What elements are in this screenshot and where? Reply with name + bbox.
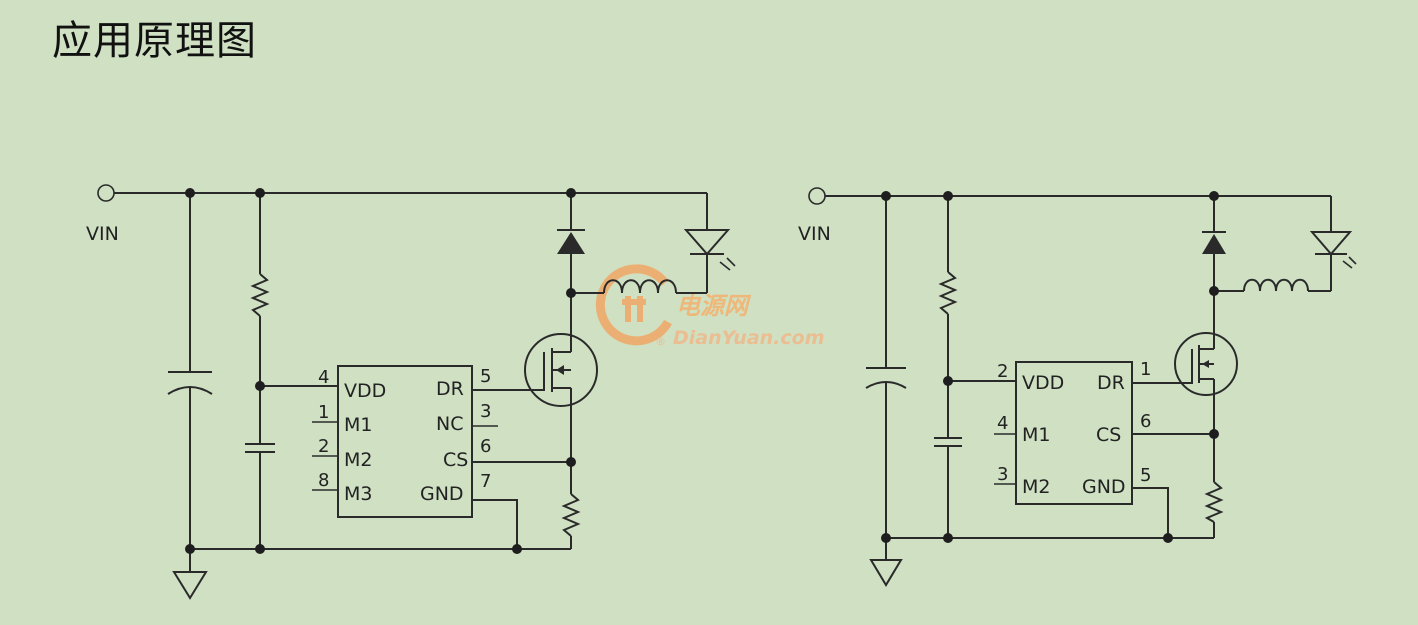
junction-dot	[255, 544, 265, 554]
junction-dot	[255, 381, 265, 391]
pin-name-nc-a: NC	[436, 413, 463, 435]
page-title: 应用原理图	[52, 18, 257, 64]
pin-name-cs-a: CS	[443, 449, 468, 471]
junction-dot	[1209, 191, 1219, 201]
pin-name-m1-a: M1	[344, 414, 372, 436]
vin-label-a: VIN	[86, 223, 119, 245]
pin-name-m2-a: M2	[344, 449, 372, 471]
pin-num-gnd-b: 5	[1140, 465, 1151, 486]
pin-num-gnd-a: 7	[480, 471, 491, 492]
circuit-b: VIN 2 VDD 4 M1	[798, 187, 1357, 587]
pin-name-vdd-a: VDD	[344, 380, 386, 402]
junction-dot	[943, 376, 953, 386]
junction-dot	[1209, 286, 1219, 296]
circuit-a: VIN	[86, 184, 736, 600]
junction-dot	[566, 457, 576, 467]
input-capacitor-a	[167, 193, 213, 549]
junction-dot	[566, 288, 576, 298]
vdd-capacitor-b	[934, 437, 962, 538]
pin-name-m2-b: M2	[1022, 476, 1050, 498]
vdd-resistor-a	[250, 193, 270, 444]
freewheel-diode-b	[1202, 196, 1226, 333]
freewheel-diode-a	[557, 193, 585, 334]
ground-symbol-b	[869, 538, 903, 587]
pin-num-vdd-b: 2	[997, 361, 1008, 382]
vdd-resistor-b	[938, 196, 958, 438]
junction-dot	[943, 533, 953, 543]
watermark-en: DianYuan.com	[673, 327, 825, 349]
pin-num-nc-a: 3	[480, 401, 491, 422]
watermark-logo: 电源网 DianYuan.com ®	[595, 264, 825, 349]
junction-dot	[943, 191, 953, 201]
gnd-wire-b	[1132, 487, 1169, 538]
pin-name-dr-b: DR	[1097, 372, 1125, 394]
junction-dot	[1209, 429, 1219, 439]
pin-num-m2-b: 3	[997, 464, 1008, 485]
vin-label-b: VIN	[798, 223, 831, 245]
input-capacitor-b	[865, 196, 907, 538]
junction-dot	[185, 544, 195, 554]
ground-symbol-a	[172, 549, 208, 600]
vin-terminal-b	[808, 187, 826, 205]
junction-dot	[185, 188, 195, 198]
sense-resistor-a	[561, 406, 581, 549]
pin-name-m1-b: M1	[1022, 424, 1050, 446]
junction-dot	[255, 188, 265, 198]
junction-dot	[1163, 533, 1173, 543]
ic-a	[337, 365, 473, 518]
vdd-capacitor-a	[245, 443, 275, 549]
pin-name-vdd-b: VDD	[1022, 372, 1064, 394]
led-a	[683, 193, 736, 293]
pin-num-m2-a: 2	[318, 436, 329, 457]
pin-name-cs-b: CS	[1096, 424, 1121, 446]
pin-num-vdd-a: 4	[318, 367, 329, 388]
pin-num-m3-a: 8	[318, 470, 329, 491]
pin-num-cs-b: 6	[1140, 411, 1151, 432]
mosfet-b	[1174, 332, 1238, 396]
inductor-b	[1214, 278, 1331, 292]
watermark-cn: 电源网	[676, 292, 752, 320]
pin-name-gnd-a: GND	[420, 483, 464, 505]
junction-dot	[881, 191, 891, 201]
junction-dot	[566, 188, 576, 198]
sense-resistor-b	[1204, 395, 1224, 538]
junction-dot	[881, 533, 891, 543]
pin-num-m1-a: 1	[318, 402, 329, 423]
led-b	[1309, 196, 1357, 291]
pin-name-gnd-b: GND	[1082, 476, 1126, 498]
inductor-a	[571, 279, 707, 294]
watermark-registered: ®	[655, 335, 666, 348]
mosfet-a	[524, 333, 598, 407]
pin-num-cs-a: 6	[480, 436, 491, 457]
pin-num-dr-a: 5	[480, 366, 491, 387]
gnd-wire-a	[472, 499, 518, 549]
pin-num-m1-b: 4	[997, 413, 1008, 434]
pin-name-dr-a: DR	[436, 378, 464, 400]
vin-terminal-a	[97, 184, 115, 202]
junction-dot	[512, 544, 522, 554]
pin-name-m3-a: M3	[344, 483, 372, 505]
pin-num-dr-b: 1	[1140, 359, 1151, 380]
